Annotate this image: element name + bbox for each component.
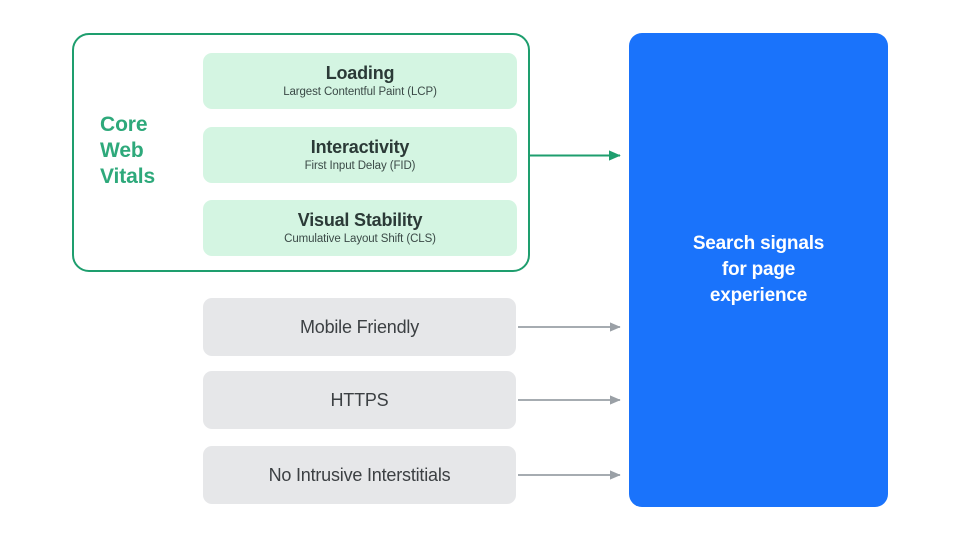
- factor-box-mobile-friendly: Mobile Friendly: [203, 298, 516, 356]
- vital-card-title: Interactivity: [310, 137, 410, 157]
- vital-card-title: Loading: [325, 63, 395, 83]
- vital-card-subtitle: First Input Delay (FID): [304, 160, 416, 172]
- vital-card-subtitle: Largest Contentful Paint (LCP): [283, 86, 437, 98]
- factor-label: Mobile Friendly: [299, 317, 420, 337]
- core-web-vitals-group: [72, 33, 530, 272]
- search-signals-panel: Search signals for page experience: [629, 33, 888, 507]
- core-web-vitals-label: Core Web Vitals: [100, 112, 184, 190]
- core-web-vitals-label-line-1: Core: [100, 113, 148, 136]
- vital-card-title: Visual Stability: [297, 210, 423, 230]
- core-web-vitals-label-line-2: Web: [100, 139, 144, 162]
- vital-card-interactivity: Interactivity First Input Delay (FID): [203, 127, 517, 183]
- core-web-vitals-label-line-3: Vitals: [100, 165, 156, 188]
- factor-label: No Intrusive Interstitials: [268, 465, 451, 485]
- vital-card-loading: Loading Largest Contentful Paint (LCP): [203, 53, 517, 109]
- factor-box-https: HTTPS: [203, 371, 516, 429]
- factor-label: HTTPS: [330, 390, 389, 410]
- vital-card-visual-stability: Visual Stability Cumulative Layout Shift…: [203, 200, 517, 256]
- factor-box-no-intrusive-interstitials: No Intrusive Interstitials: [203, 446, 516, 504]
- search-signals-panel-text: Search signals for page experience: [692, 233, 825, 306]
- vital-card-subtitle: Cumulative Layout Shift (CLS): [284, 233, 436, 245]
